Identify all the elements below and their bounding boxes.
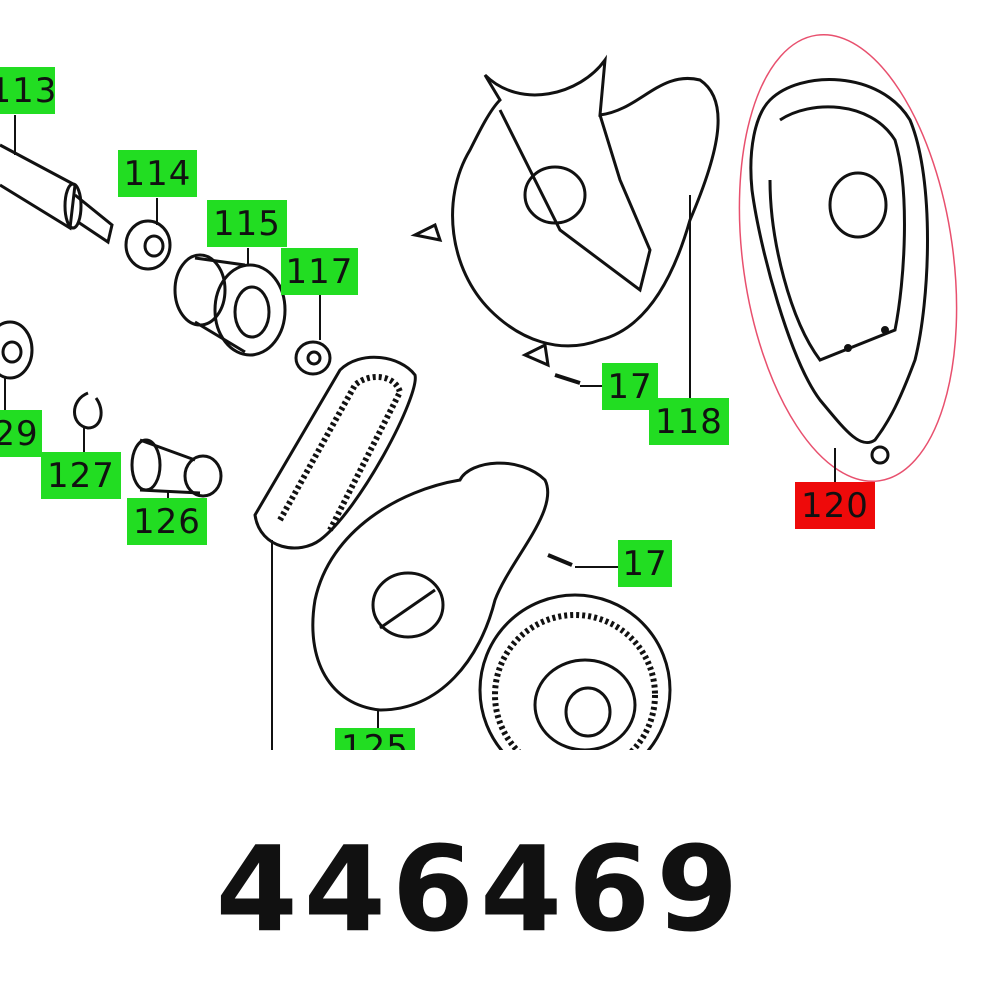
callout-127[interactable]: 127 <box>41 452 121 499</box>
pulley-part <box>478 593 672 750</box>
belt-cover-part <box>738 33 958 483</box>
circlip-part <box>73 391 103 452</box>
exploded-view-lines <box>0 33 958 750</box>
nut-part <box>294 294 332 376</box>
callout-113[interactable]: 113 <box>0 67 56 114</box>
lower-cover-part <box>311 461 620 730</box>
callout-126[interactable]: 126 <box>127 498 207 545</box>
callout-29[interactable]: 29 <box>0 410 42 457</box>
callout-114[interactable]: 114 <box>118 150 197 197</box>
drive-belt-part <box>253 355 417 750</box>
bearing-part <box>124 198 172 271</box>
roller-part <box>130 438 223 498</box>
callout-117[interactable]: 117 <box>281 248 358 295</box>
callout-17-upper[interactable]: 17 <box>602 363 658 410</box>
part-number: 446469 <box>215 820 745 958</box>
callout-125[interactable]: 125 <box>335 728 415 750</box>
washer-part <box>0 320 34 410</box>
shaft-part <box>0 115 114 245</box>
exploded-view-drawing: 113 114 115 117 29 127 126 17 118 120 17… <box>0 33 958 750</box>
callout-118[interactable]: 118 <box>649 398 729 445</box>
gear-part <box>173 248 287 357</box>
callout-115[interactable]: 115 <box>207 200 287 247</box>
callout-17-lower[interactable]: 17 <box>618 540 672 587</box>
callout-120-highlighted[interactable]: 120 <box>795 482 875 529</box>
upper-cover-part <box>410 54 720 398</box>
